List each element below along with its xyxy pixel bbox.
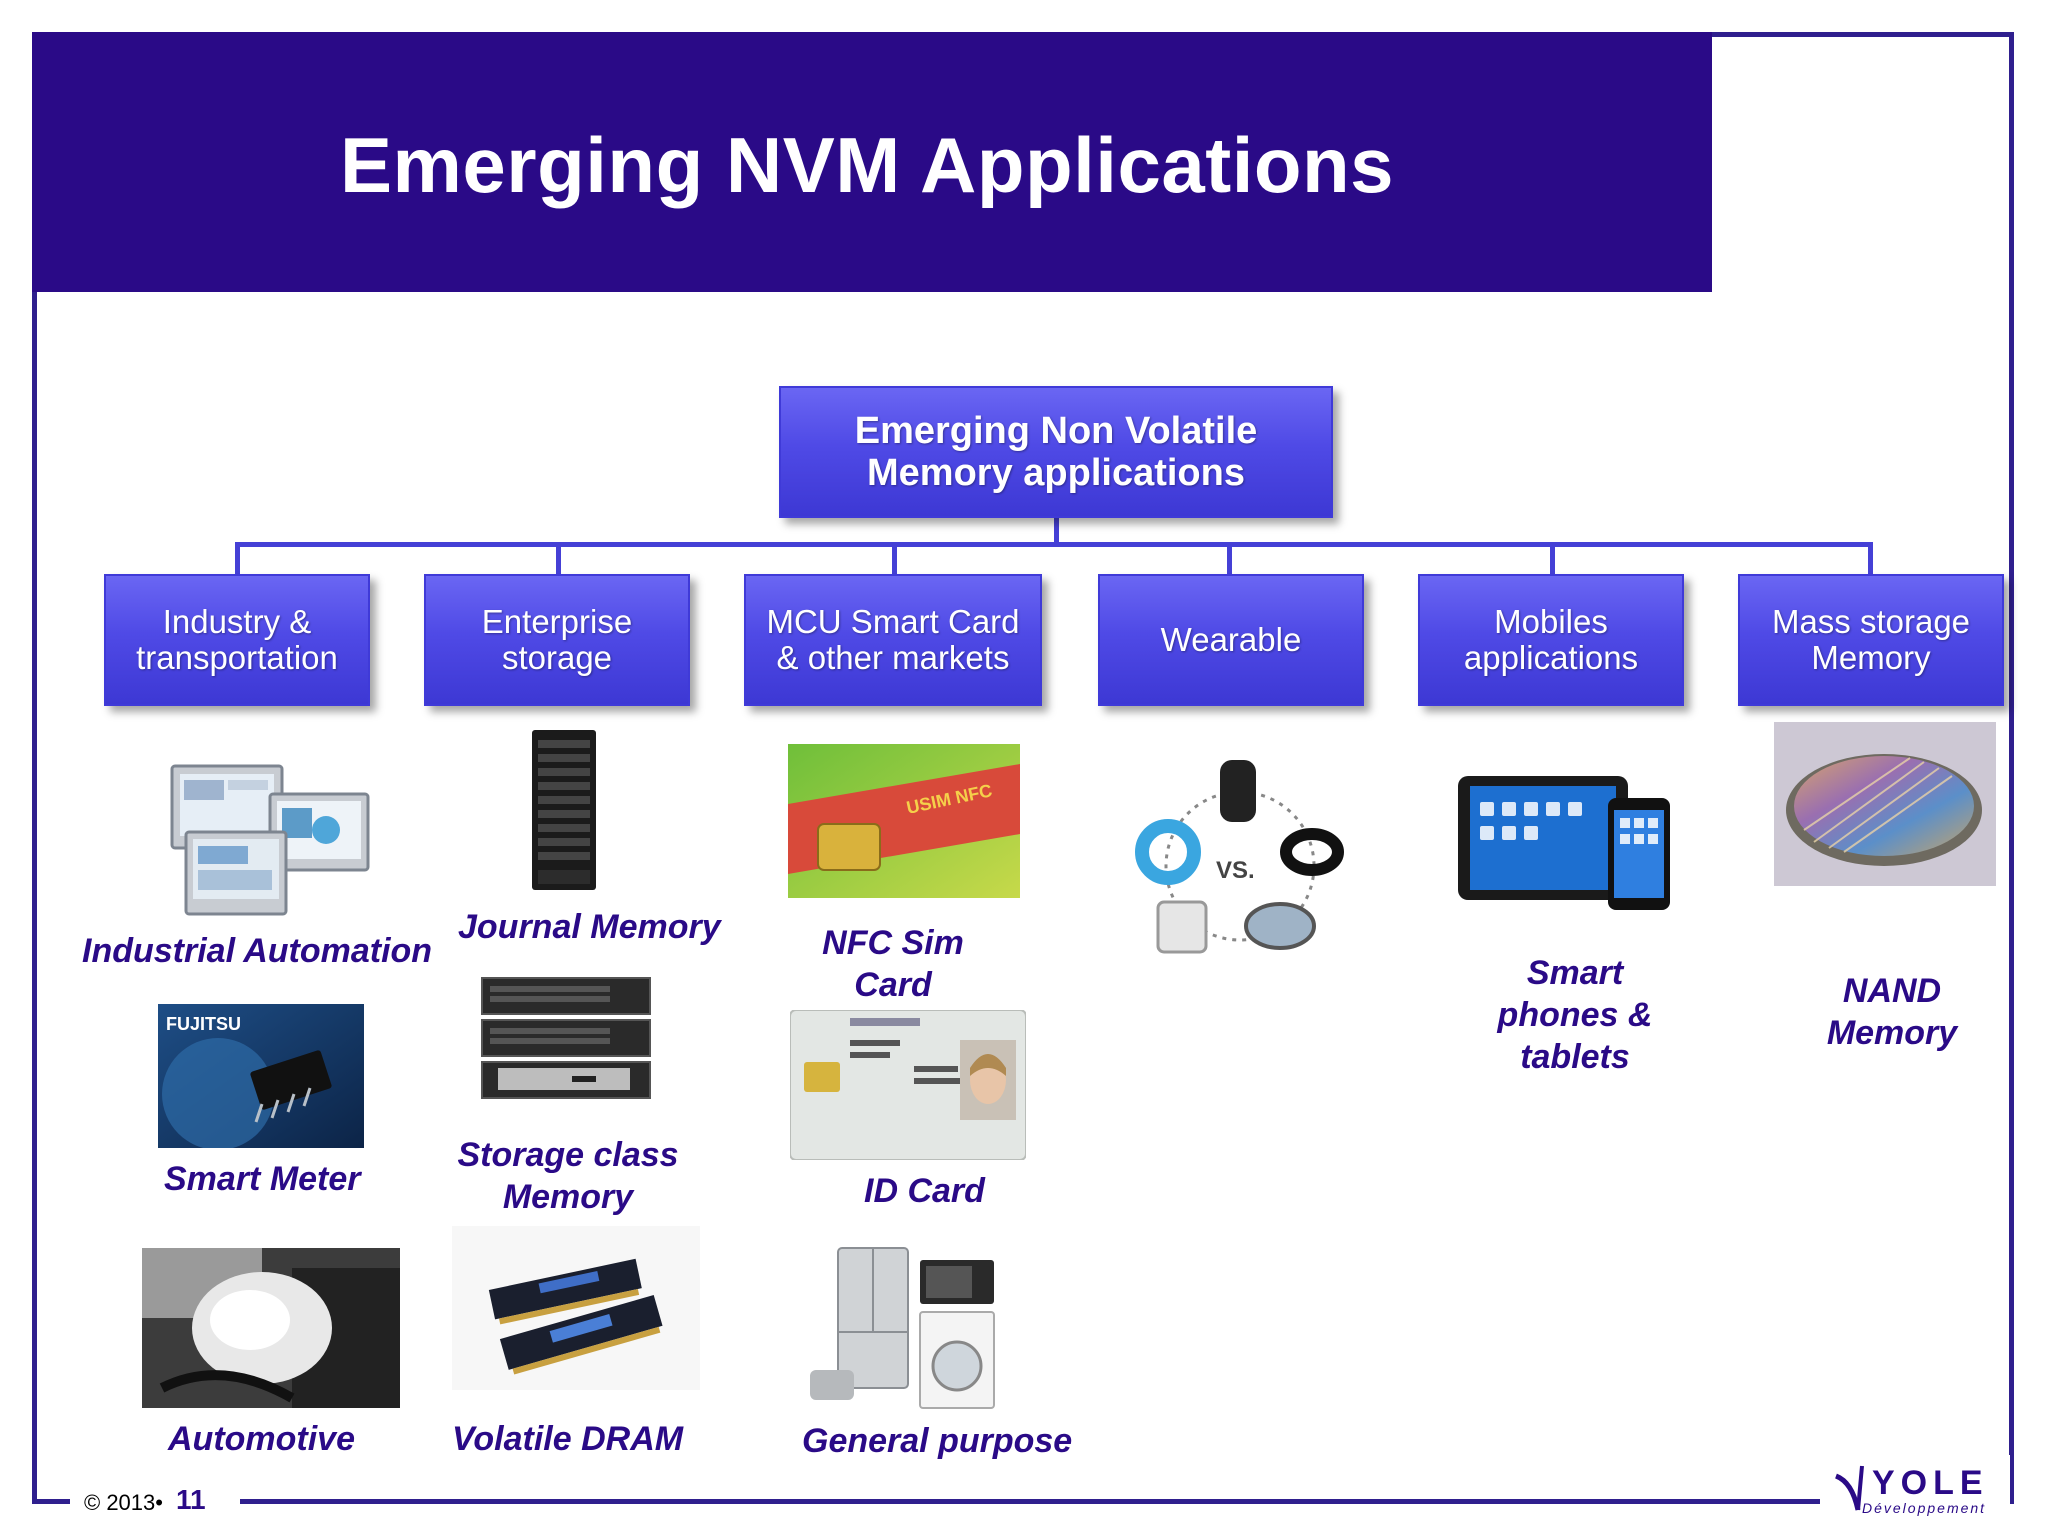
- industrial-panels-image: [170, 764, 370, 916]
- smart-meter-brand: FUJITSU: [166, 1014, 241, 1034]
- category-mobiles-applications: Mobiles applications: [1418, 574, 1684, 706]
- dram-modules-image: [452, 1226, 700, 1390]
- category-mcu-smart-card: MCU Smart Card & other markets: [744, 574, 1042, 706]
- slide-title: Emerging NVM Applications: [340, 121, 1395, 209]
- yole-logo-mark-icon: [1834, 1465, 1864, 1511]
- branch-connector-3: [892, 542, 897, 576]
- branch-connector-1: [235, 542, 240, 576]
- label-nfc-sim-card: NFC Sim Card: [822, 924, 964, 1004]
- category-label: Mobiles applications: [1463, 603, 1639, 676]
- root-node-label: Emerging Non Volatile Memory application…: [854, 410, 1258, 494]
- title-band: [32, 32, 1712, 292]
- label-storage-class-memory: Storage class Memory: [457, 1136, 679, 1216]
- label-id-card: ID Card: [864, 1172, 985, 1210]
- root-node: Emerging Non Volatile Memory application…: [779, 386, 1333, 518]
- horizontal-connector: [235, 542, 1871, 547]
- footer-background: [70, 1488, 240, 1522]
- category-enterprise-storage: Enterprise storage: [424, 574, 690, 706]
- category-label: Wearable: [1160, 621, 1302, 658]
- label-automotive: Automotive: [168, 1420, 355, 1458]
- copyright-text: © 2013•: [84, 1490, 163, 1515]
- wearable-vs-text: VS.: [1216, 857, 1255, 884]
- label-general-purpose: General purpose: [802, 1422, 1073, 1460]
- category-wearable: Wearable: [1098, 574, 1364, 706]
- wearables-image: VS.: [1135, 760, 1344, 954]
- tablet-phone-image: [1458, 776, 1670, 910]
- label-nand-memory: NAND Memory: [1826, 972, 1958, 1052]
- nand-wafer-image: [1774, 722, 1996, 886]
- category-label: Mass storage Memory: [1771, 603, 1971, 676]
- yole-logo-text: YOLE: [1872, 1464, 1989, 1502]
- category-label: Enterprise storage: [481, 603, 633, 676]
- label-volatile-dram: Volatile DRAM: [452, 1420, 684, 1458]
- label-journal-memory: Journal Memory: [458, 908, 721, 946]
- automotive-airbag-image: [142, 1248, 400, 1408]
- label-smart-phones-tablets: Smart phones & tablets: [1497, 954, 1653, 1076]
- root-connector: [1054, 518, 1059, 544]
- category-industry-transportation: Industry & transportation: [104, 574, 370, 706]
- smart-meter-image: FUJITSU: [158, 1004, 364, 1148]
- yole-logo-subtext: Développement: [1862, 1500, 1987, 1516]
- nfc-sim-card-image: USIM NFC: [788, 744, 1020, 898]
- category-label: Industry & transportation: [136, 603, 338, 676]
- page-number: 11: [176, 1484, 206, 1515]
- id-card-image: [790, 1010, 1026, 1160]
- appliances-image: [810, 1247, 995, 1409]
- branch-connector-2: [556, 542, 561, 576]
- label-industrial-automation: Industrial Automation: [82, 932, 433, 970]
- branch-connector-4: [1227, 542, 1232, 576]
- branch-connector-6: [1868, 542, 1873, 576]
- label-smart-meter: Smart Meter: [164, 1160, 361, 1198]
- category-mass-storage-memory: Mass storage Memory: [1738, 574, 2004, 706]
- server-tower-image: [532, 730, 596, 890]
- storage-servers-image: [481, 977, 651, 1099]
- branch-connector-5: [1550, 542, 1555, 576]
- category-label: MCU Smart Card & other markets: [766, 603, 1020, 676]
